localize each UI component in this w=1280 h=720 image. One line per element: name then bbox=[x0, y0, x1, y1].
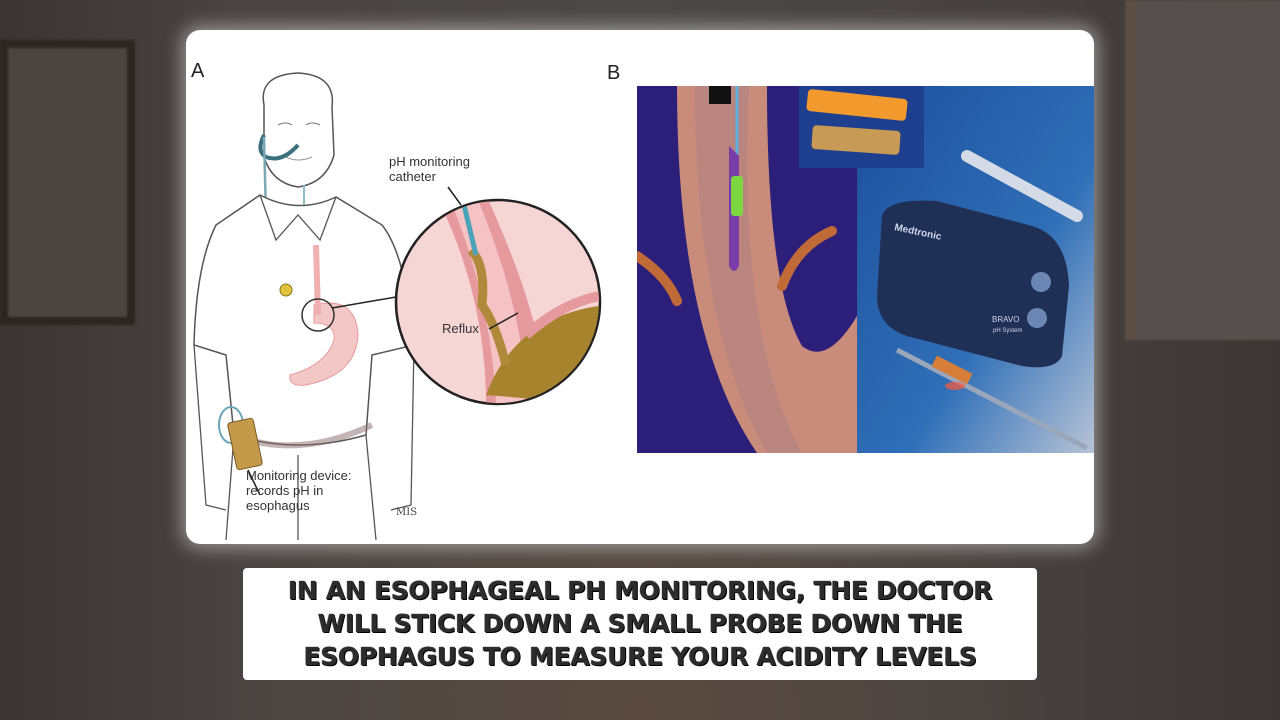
caption-box: IN AN ESOPHAGEAL PH MONITORING, THE DOCT… bbox=[243, 568, 1037, 680]
panel-a-letter: A bbox=[191, 60, 205, 82]
bravo-subtitle: pH System bbox=[993, 328, 1022, 334]
caption-line-1: IN AN ESOPHAGEAL PH MONITORING, THE DOCT… bbox=[287, 576, 993, 605]
catheter-label: pH monitoring catheter bbox=[389, 154, 470, 184]
panel-b-letter: B bbox=[607, 62, 621, 84]
background-picture-frame bbox=[0, 40, 135, 325]
figure-card: A bbox=[186, 30, 1094, 544]
bravo-system-photo: Medtronic BRAVO pH System bbox=[637, 86, 1094, 453]
background-door bbox=[1125, 0, 1280, 340]
reflux-label: Reflux bbox=[442, 321, 479, 336]
caption-line-2: WILL STICK DOWN A SMALL PROBE DOWN THE bbox=[317, 609, 963, 638]
device-label-line: Monitoring device: bbox=[246, 468, 352, 483]
catheter-label-line: pH monitoring bbox=[389, 154, 470, 169]
caption-line-3: ESOPHAGUS TO MEASURE YOUR ACIDITY LEVELS bbox=[303, 642, 977, 671]
monitoring-device-label: Monitoring device: records pH in esophag… bbox=[246, 468, 352, 513]
device-label-line: records pH in bbox=[246, 483, 324, 498]
patient-illustration: MIS bbox=[193, 72, 602, 541]
catheter-label-line: catheter bbox=[389, 169, 436, 184]
artist-signature: MIS bbox=[396, 507, 417, 518]
bravo-label: BRAVO bbox=[992, 315, 1019, 324]
device-label-line: esophagus bbox=[246, 498, 310, 513]
